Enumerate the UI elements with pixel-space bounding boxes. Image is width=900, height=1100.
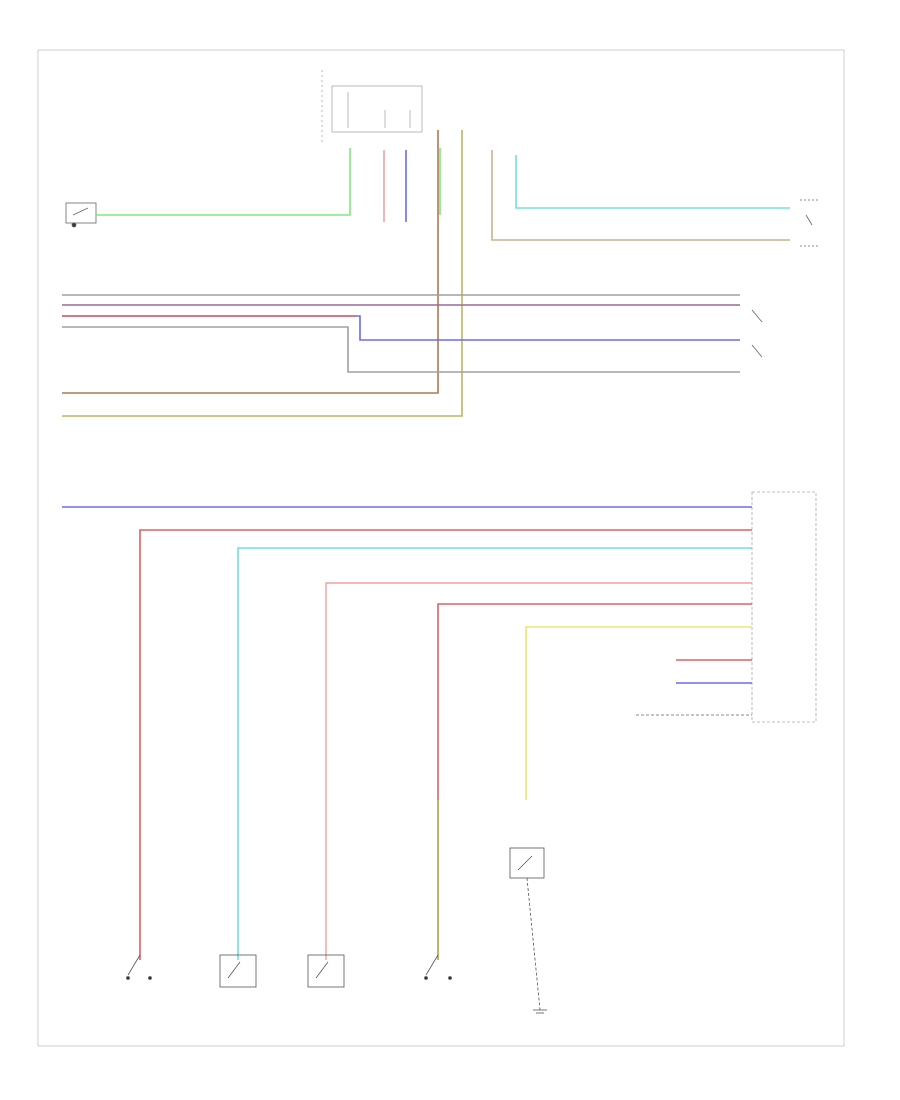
- switch-icon: [219, 954, 257, 988]
- control-module: [751, 491, 817, 723]
- gray-wire-2: [62, 326, 740, 373]
- pink-wire-bus: [62, 315, 740, 341]
- door-switch-icon: [751, 309, 763, 358]
- olive-wire-trunk: [62, 130, 463, 417]
- pink-wire-switch3: [325, 582, 752, 960]
- switch-icon: [800, 199, 818, 247]
- tan-wire-top: [491, 150, 790, 241]
- top-connector-block: [321, 70, 423, 145]
- red-wire-switch1: [139, 529, 752, 960]
- switch-icon: [509, 847, 545, 1011]
- switch-icon: [307, 954, 345, 988]
- cyan-wire-switch2: [237, 547, 752, 960]
- diagram-frame: [37, 49, 845, 1047]
- cyan-wire-top: [515, 155, 790, 209]
- switch-icon: [65, 202, 97, 228]
- brown-wire-trunk: [62, 130, 439, 394]
- switch-icon: [424, 954, 452, 980]
- ground-icon: [533, 1009, 547, 1014]
- green-wire: [96, 148, 441, 216]
- yellow-wire-switch5: [525, 626, 752, 800]
- switch-icon: [126, 954, 152, 980]
- red-wire-switch4: [437, 603, 752, 960]
